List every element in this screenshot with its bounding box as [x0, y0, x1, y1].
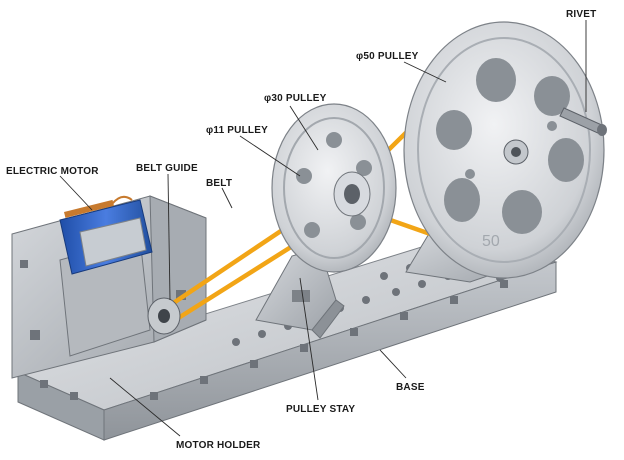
label-pulley-stay: PULLEY STAY [286, 404, 355, 415]
pulley-30 [271, 103, 397, 273]
label-pulley-50: φ50 PULLEY [356, 51, 419, 62]
pulley-50-holes [436, 58, 584, 234]
label-electric-motor: ELECTRIC MOTOR [6, 166, 99, 177]
label-pulley-11: φ11 PULLEY [206, 125, 268, 136]
label-base: BASE [396, 382, 425, 393]
rivet [559, 107, 607, 136]
embossed-50: 50 [482, 233, 500, 250]
label-pulley-30: φ30 PULLEY [264, 93, 327, 104]
electric-motor [59, 195, 153, 275]
pulley-11 [333, 171, 371, 217]
leader-lines [59, 20, 587, 437]
belt-guide [147, 297, 181, 335]
pulley-50: 50 [403, 21, 605, 279]
label-belt-guide: BELT GUIDE [136, 163, 198, 174]
label-belt: BELT [206, 178, 232, 189]
label-motor-holder: MOTOR HOLDER [176, 440, 261, 451]
labels: RIVET φ50 PULLEY φ30 PULLEY φ11 PULLEY E… [6, 9, 596, 451]
label-rivet: RIVET [566, 9, 596, 20]
